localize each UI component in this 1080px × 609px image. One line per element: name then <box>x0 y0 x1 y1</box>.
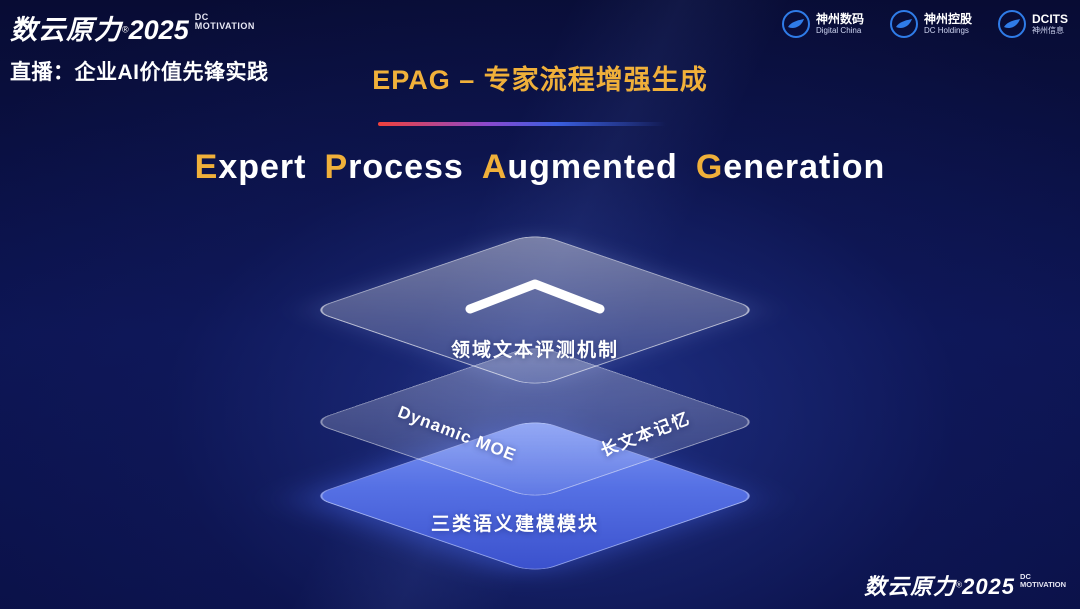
partner-name: DCITS <box>1032 11 1068 26</box>
title-word-rest: rocess <box>348 148 464 186</box>
title-word: Augmented <box>482 148 678 186</box>
title-word: Process <box>324 148 463 186</box>
title-word-initial: G <box>695 148 724 186</box>
title-word-initial: A <box>481 148 508 186</box>
partner-logo-text: DCITS 神州信息 <box>1032 11 1068 36</box>
page-title: EPAG – 专家流程增强生成 <box>372 65 708 95</box>
gradient-divider <box>378 122 666 126</box>
partner-name: 神州控股 <box>923 11 972 26</box>
title-word-initial: P <box>324 148 349 186</box>
partner-subname: DC Holdings <box>923 26 969 36</box>
title-word-rest: ugmented <box>507 148 678 186</box>
footer-brand-sub-line2: MOTIVATION <box>1020 579 1066 589</box>
footer-brand-logo: 数云原力®2025 DC MOTIVATION <box>864 569 1066 601</box>
brand-subtext: DC MOTIVATION <box>195 8 255 32</box>
english-title: Expert Process Augmented Generation <box>0 148 1080 187</box>
footer-brand-subtext: DC MOTIVATION <box>1020 569 1066 589</box>
brand-logo-text: 数云原力®2025 <box>10 8 189 47</box>
stream-title: 直播：企业AI价值先锋实践 <box>10 61 269 84</box>
bottom-layer-label: 三类语义建模模块 <box>430 514 599 535</box>
brand-sub-line2: MOTIVATION <box>194 21 255 32</box>
partner-logo-text: 神州数码 Digital China <box>815 11 864 36</box>
swoosh-icon <box>998 10 1026 38</box>
brand-reg-mark: ® <box>122 24 129 35</box>
brand-sub-line1: DC <box>194 12 209 22</box>
footer-brand-name: 数云原力 <box>864 574 957 599</box>
brand-logo: 数云原力®2025 DC MOTIVATION <box>10 8 255 47</box>
title-word-rest: eneration <box>723 148 886 186</box>
title-word-rest: xpert <box>218 148 307 186</box>
partner-logo-dcits: DCITS 神州信息 <box>998 10 1068 38</box>
partner-name: 神州数码 <box>815 11 864 26</box>
partner-subname: 神州信息 <box>1032 26 1064 36</box>
brand-name: 数云原力 <box>10 15 122 45</box>
partner-logo-dc-holdings: 神州控股 DC Holdings <box>889 10 972 38</box>
footer-brand-year: 2025 <box>962 574 1016 599</box>
partner-logo-digital-china: 神州数码 Digital China <box>781 10 864 38</box>
title-word: Generation <box>696 148 886 186</box>
swoosh-icon <box>889 10 918 38</box>
swoosh-icon <box>781 10 810 38</box>
partner-logos: 神州数码 Digital China 神州控股 DC Holdings DCIT… <box>781 10 1068 38</box>
footer-brand-reg-mark: ® <box>956 580 963 590</box>
footer-brand-text: 数云原力®2025 <box>864 569 1015 601</box>
footer-brand-sub-line1: DC <box>1020 572 1031 581</box>
partner-subname: Digital China <box>815 26 862 36</box>
top-layer-label: 领域文本评测机制 <box>450 340 619 361</box>
chevron-up-icon <box>465 279 605 314</box>
brand-year: 2025 <box>128 15 189 45</box>
title-word-initial: E <box>194 148 219 186</box>
title-word: Expert <box>195 148 307 186</box>
partner-logo-text: 神州控股 DC Holdings <box>923 11 972 36</box>
